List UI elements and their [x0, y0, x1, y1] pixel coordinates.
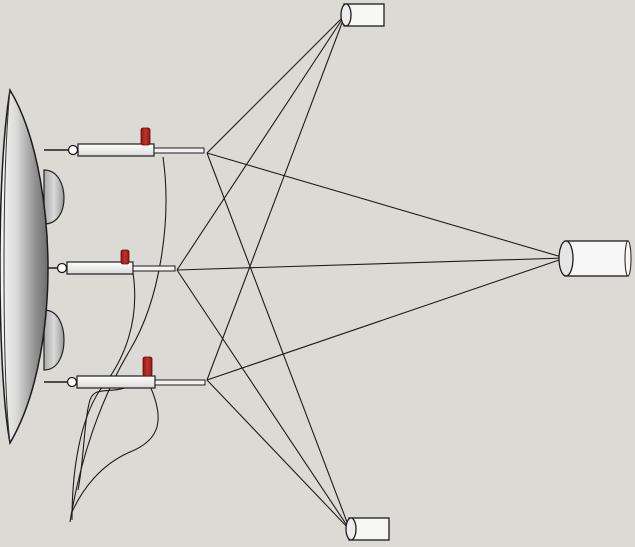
cable-bottom-to-anchor-right [206, 257, 566, 381]
cable-lines [176, 14, 566, 531]
actuator-top-body [77, 143, 155, 157]
cable-middle-to-anchor-bottom [176, 269, 351, 531]
actuator-bottom-body [76, 375, 156, 389]
cable-bottom-to-anchor-top [206, 14, 346, 381]
actuator-top-joint [67, 144, 79, 156]
dish-back-bump-lower [43, 309, 65, 371]
actuator-top-rod [153, 147, 205, 154]
cable-middle-to-anchor-top [176, 14, 346, 271]
anchor-right-face [558, 240, 574, 277]
actuator-middle [48, 249, 176, 275]
anchor-right-end [624, 240, 632, 277]
wire-top [69, 156, 167, 523]
actuator-bottom [44, 356, 206, 389]
wire-bottom-loop [77, 385, 131, 491]
actuator-top [44, 127, 205, 157]
dish-body [0, 87, 49, 446]
cable-top-to-anchor-bottom [206, 152, 351, 531]
actuator-middle-marker [120, 249, 130, 265]
dish-back-bump-upper [43, 169, 65, 225]
cable-top-to-anchor-top [206, 14, 346, 154]
anchor-top [340, 3, 385, 27]
anchor-bottom-face [345, 517, 357, 541]
anchor-right-body [564, 240, 629, 277]
dish-rim [3, 89, 11, 444]
control-wires [69, 156, 167, 523]
anchor-bottom [345, 517, 390, 541]
actuator-middle-joint [56, 262, 68, 274]
anchor-top-face [340, 3, 352, 27]
dish-reflector [0, 87, 65, 446]
cable-bottom-to-anchor-bottom [206, 379, 351, 531]
actuator-middle-rod [132, 265, 176, 272]
cable-top-to-anchor-right [206, 152, 566, 259]
actuator-bottom-marker [142, 356, 153, 377]
cable-middle-to-anchor-right [176, 257, 566, 271]
anchor-right [558, 240, 632, 277]
actuator-bottom-joint [66, 376, 78, 388]
wire-middle [71, 272, 136, 521]
wire-bottom [71, 385, 159, 513]
actuator-top-marker [140, 127, 151, 146]
actuator-bottom-rod [154, 379, 206, 386]
